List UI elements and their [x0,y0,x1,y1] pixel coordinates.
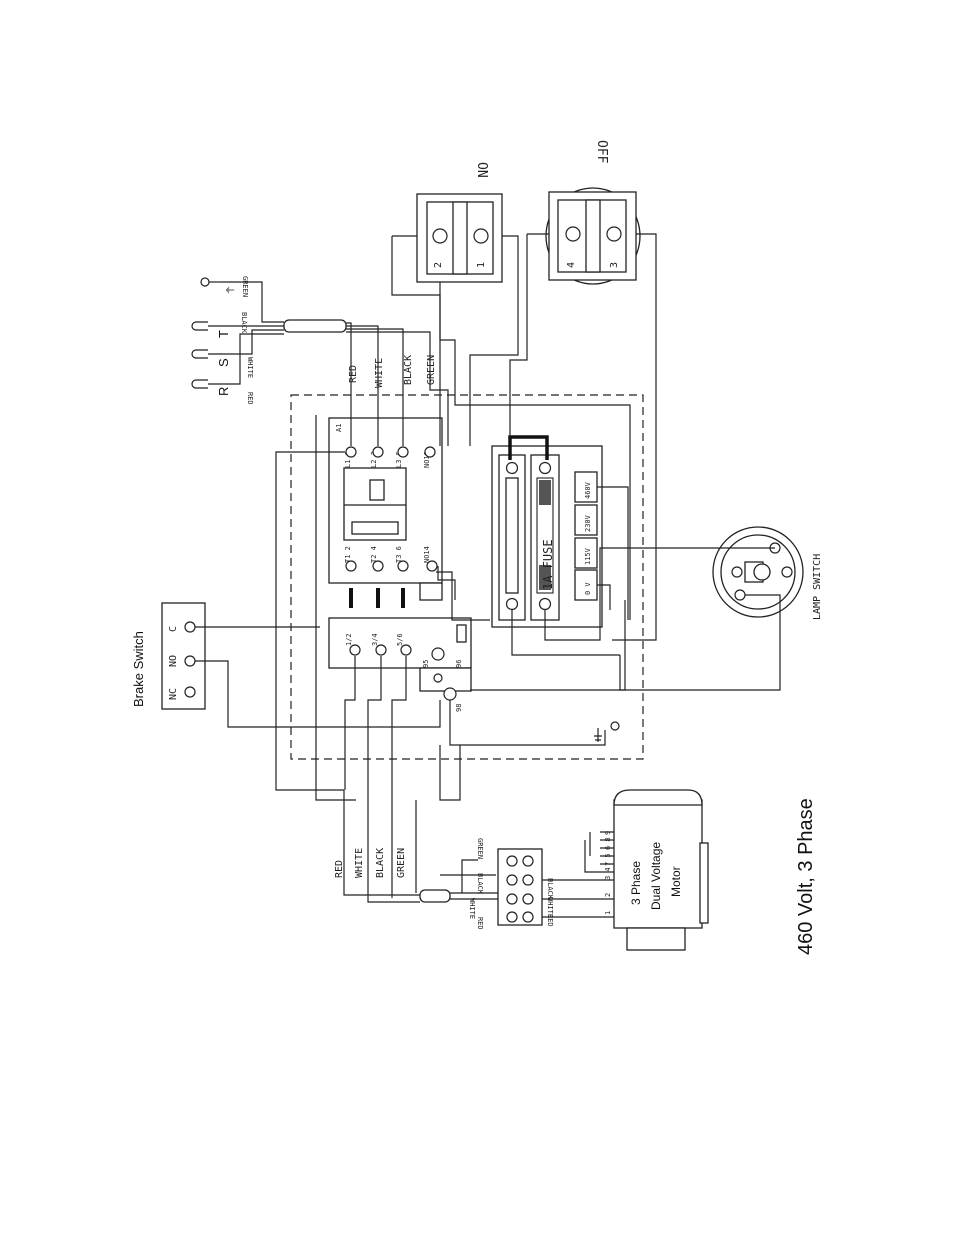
cord-red-small: RED [246,392,254,405]
off-push-button: 4 3 OFF [545,140,641,285]
block-red-right: RED [546,914,554,927]
control-panel-outline [290,394,644,760]
block-white-right: WHITE [546,897,554,918]
brake-terminal-no: NO [168,655,179,667]
brake-switch: Brake Switch NC NO C [131,602,206,710]
motor-lead-9: 9 [604,831,612,835]
overload-34-label: 3/4 [371,633,379,646]
block-red-label: RED [476,917,484,930]
overload-95-label: 95 [422,660,430,668]
contactor-no13-label: NO13 [423,451,431,468]
motor-lead-34: 3 4 [604,867,612,880]
motor-name-line-3: Motor [669,866,683,897]
brake-terminal-c: C [168,626,179,632]
tap-0v-label: 0 V [584,582,592,595]
cord-ground-symbol: ⏚ [223,285,235,295]
motor-cable-red: RED [334,860,345,878]
motor: 3 Phase Dual Voltage Motor 1 2 3 4 7 5 6… [584,789,709,951]
overload-98-label: 98 [455,704,463,712]
motor-lead-2: 2 [604,893,612,897]
contactor-l1-label: L1 1 [344,451,352,468]
motor-terminal-block: GREEN BLACK WHITE RED BLACK WHITE RED [468,838,600,930]
motor-name-line-2: Dual Voltage [649,842,663,910]
wiring [195,233,781,903]
cord-black-label: BLACK [403,355,414,385]
motor-cable-black: BLACK [375,848,386,878]
overload-relay: 1/2 3/4 5/6 95 96 98 [328,617,472,712]
tap-460v-label: 460V [584,481,592,499]
transformer: 1A FUSE 460V 230V 115V 0 V [491,445,603,628]
power-cord: R S T RED WHITE BLACK GREEN ⏚ RED WHITE … [191,276,437,405]
lead-s: S [216,358,231,367]
cord-green-small: GREEN [241,276,249,297]
block-black-right: BLACK [546,878,554,900]
on-terminal-2: 2 [433,262,444,268]
on-label: ON [474,162,489,178]
cord-white-label: WHITE [374,358,385,388]
block-black-label: BLACK [476,873,484,895]
contactor: A1 L1 1 L2 3 L3 5 NO13 T1 2 T2 4 T3 6 NO… [328,417,443,601]
contactor-no14-label: NO14 [423,546,431,563]
motor-lead-1: 1 [604,911,612,915]
lamp-switch-label: LAMP SWITCH [812,554,823,620]
contactor-coil-label: A1 [335,424,343,432]
motor-cable: RED WHITE BLACK GREEN [334,848,500,903]
motor-lead-68: 6 8 [604,837,612,850]
on-push-button: 2 1 ON [416,162,503,283]
contactor-t2-label: T2 4 [370,546,378,563]
contactor-t1-label: T1 2 [344,546,352,563]
fuse-label: 1A FUSE [541,539,555,590]
block-white-label: WHITE [468,898,476,919]
brake-switch-label: Brake Switch [131,631,146,707]
off-label: OFF [594,140,609,164]
lead-t: T [216,330,231,338]
tap-115v-label: 115V [584,547,592,565]
tap-230v-label: 230V [584,514,592,532]
lead-r: R [216,387,231,396]
cord-red-label: RED [348,365,359,383]
cord-green-label: GREEN [426,355,437,385]
motor-cable-white: WHITE [354,848,365,878]
overload-96-label: 96 [455,660,463,668]
overload-12-label: 1/2 [345,633,353,646]
block-green-label: GREEN [476,838,484,859]
diagram-title: 460 Volt, 3 Phase [795,798,817,955]
motor-lead-75: 7 5 [604,853,612,866]
overload-56-label: 5/6 [396,633,404,646]
contactor-l2-label: L2 3 [370,451,378,468]
contactor-t3-label: T3 6 [395,546,403,563]
brake-terminal-nc: NC [168,688,179,700]
motor-cable-green: GREEN [396,848,407,878]
cord-black-small: BLACK [240,312,248,334]
lamp-switch: LAMP SWITCH [712,526,823,620]
off-terminal-3: 3 [609,262,620,268]
motor-name-line-1: 3 Phase [629,861,643,905]
on-terminal-1: 1 [476,262,487,268]
contactor-l3-label: L3 5 [395,451,403,468]
off-terminal-4: 4 [566,262,577,268]
cord-white-small: WHITE [246,357,254,378]
